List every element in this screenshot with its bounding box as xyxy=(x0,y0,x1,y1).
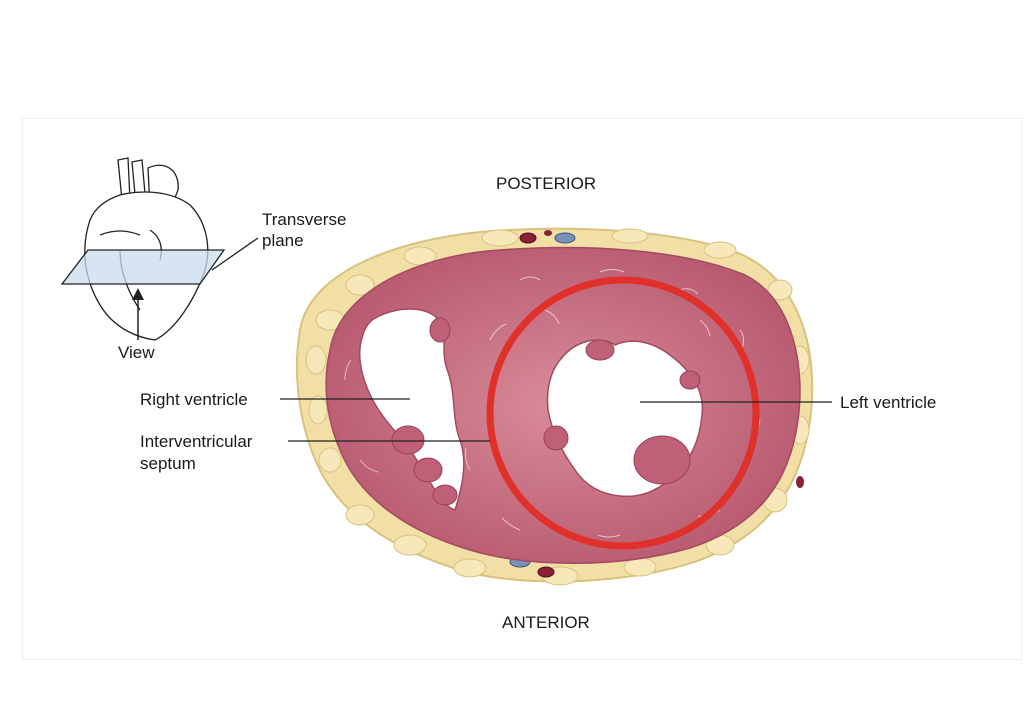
interventricular-septum-label-line1: Interventricular xyxy=(140,432,253,451)
heart-inset-icon xyxy=(84,157,209,341)
anterior-label: ANTERIOR xyxy=(502,613,590,632)
transverse-plane-icon xyxy=(60,249,226,285)
right-ventricle-trabeculae xyxy=(391,317,458,506)
transverse-plane-label-line2: plane xyxy=(262,231,304,250)
left-ventricle-highlight-circle xyxy=(486,276,760,550)
transverse-plane-leader-line xyxy=(211,237,259,271)
right-ventricle-label: Right ventricle xyxy=(140,390,248,409)
view-arrow-head-icon xyxy=(132,288,144,300)
left-ventricle-papillary-muscles xyxy=(543,339,701,485)
transverse-plane-label-line1: Transverse xyxy=(262,210,347,229)
fat-lobules xyxy=(305,228,810,586)
view-label: View xyxy=(118,343,155,362)
posterior-label: POSTERIOR xyxy=(496,174,597,193)
left-ventricle-label: Left ventricle xyxy=(840,393,937,412)
interventricular-septum-label-line2: septum xyxy=(140,454,196,473)
